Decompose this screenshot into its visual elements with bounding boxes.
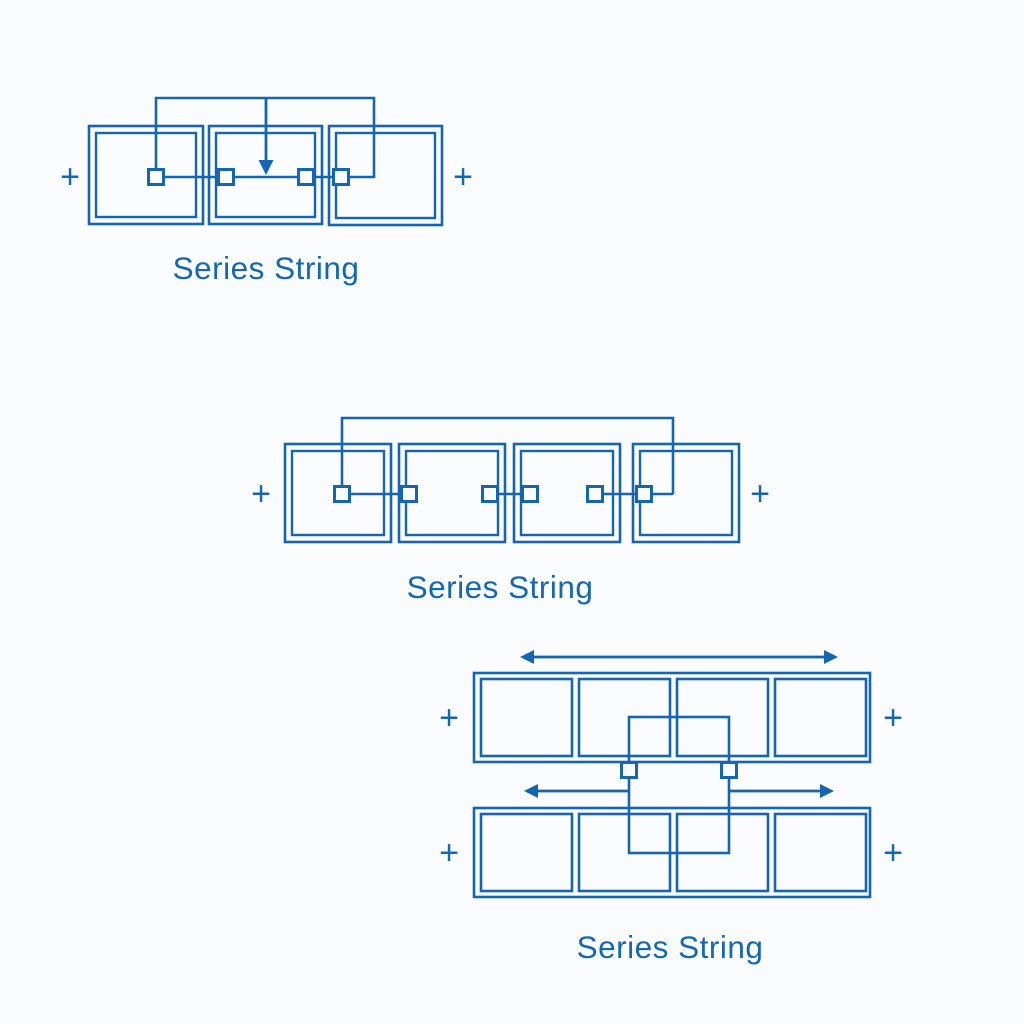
- panel-row-frame: [472, 806, 872, 899]
- junction-box: [481, 485, 499, 503]
- solar-panel: [675, 812, 770, 893]
- junction-box: [400, 485, 418, 503]
- solar-panel: [479, 812, 574, 893]
- plus-terminal: +: [883, 834, 903, 872]
- junction-box: [586, 485, 604, 503]
- return-jumper-wire: [340, 416, 675, 494]
- solar-panel-inner-border: [94, 131, 198, 219]
- junction-box: [620, 761, 638, 779]
- solar-panel: [327, 124, 444, 227]
- junction-box: [720, 761, 738, 779]
- junction-box: [332, 168, 350, 186]
- panel-row-frame: [472, 671, 872, 764]
- plus-terminal: +: [439, 834, 459, 872]
- plus-terminal: +: [60, 158, 80, 196]
- solar-panel: [773, 812, 868, 893]
- solar-panel-inner-border: [334, 131, 437, 220]
- solar-panel: [577, 812, 672, 893]
- plus-terminal: +: [439, 699, 459, 737]
- left-arrowhead-icon: [524, 784, 538, 798]
- junction-box: [521, 485, 539, 503]
- plus-terminal: +: [251, 475, 271, 513]
- junction-box: [297, 168, 315, 186]
- plus-terminal: +: [453, 158, 473, 196]
- diagram-4-panel-series-string: + + Series String: [251, 416, 770, 605]
- diagram-3-panel-series-string: + + Series String: [60, 96, 473, 286]
- junction-box: [635, 485, 653, 503]
- junction-box: [147, 168, 165, 186]
- right-arrowhead-icon: [820, 784, 834, 798]
- series-string-label: Series String: [577, 929, 764, 965]
- return-jumper-wire: [154, 96, 376, 179]
- series-string-label: Series String: [407, 569, 594, 605]
- diagram-two-row-series-string: + + + + Series String: [439, 650, 903, 965]
- down-arrowhead-icon: [258, 160, 274, 175]
- series-string-label: Series String: [173, 250, 360, 286]
- right-arrowhead-icon: [824, 650, 838, 664]
- solar-panel: [773, 677, 868, 758]
- left-arrowhead-icon: [520, 650, 534, 664]
- solar-panel: [87, 124, 205, 226]
- return-jumper-wire: [627, 715, 731, 855]
- plus-terminal: +: [750, 475, 770, 513]
- junction-box: [333, 485, 351, 503]
- junction-box: [217, 168, 235, 186]
- plus-terminal: +: [883, 699, 903, 737]
- solar-panel: [479, 677, 574, 758]
